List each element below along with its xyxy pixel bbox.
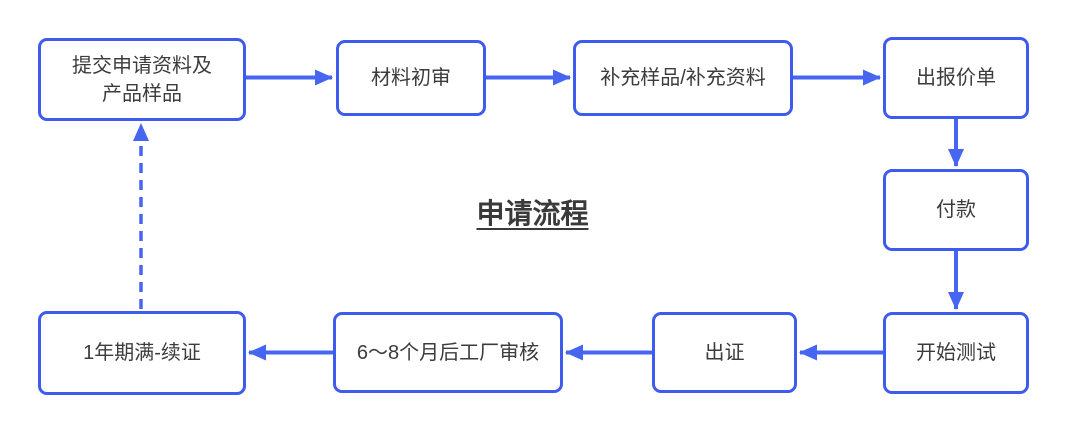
flow-node-renewal: 1年期满-续证: [38, 311, 246, 395]
flow-node-submit: 提交申请资料及 产品样品: [38, 38, 246, 121]
flow-node-quotation: 出报价单: [883, 37, 1029, 119]
flow-node-initial-review: 材料初审: [336, 40, 486, 116]
diagram-title: 申请流程: [476, 198, 589, 229]
flow-node-payment: 付款: [883, 169, 1029, 251]
flow-node-start-testing: 开始测试: [883, 312, 1029, 394]
flow-node-supplement: 补充样品/补充资料: [573, 40, 793, 116]
flow-node-factory-audit: 6～8个月后工厂审核: [333, 312, 563, 393]
flow-node-certificate: 出证: [652, 312, 797, 393]
